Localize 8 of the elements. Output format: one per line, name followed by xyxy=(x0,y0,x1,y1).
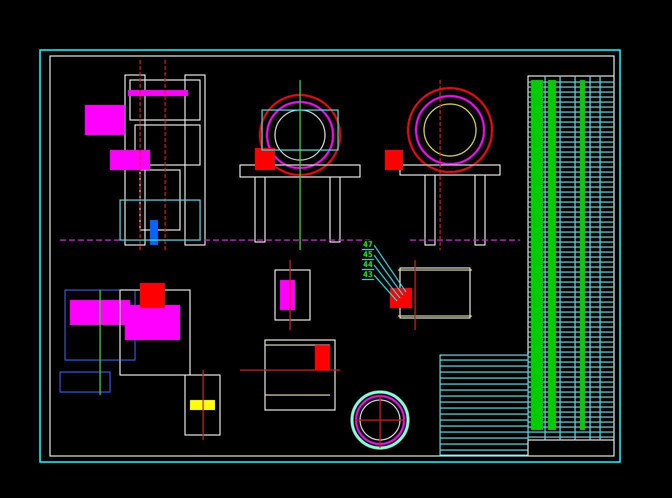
leader-line xyxy=(374,274,398,302)
callout-number: 44 xyxy=(362,260,374,270)
callout-number: 43 xyxy=(362,270,374,280)
leader-line xyxy=(374,244,406,292)
leader-line xyxy=(374,254,404,296)
leader-line xyxy=(374,264,400,298)
callout-number: 45 xyxy=(362,250,374,260)
callout-number: 47 xyxy=(362,240,374,250)
